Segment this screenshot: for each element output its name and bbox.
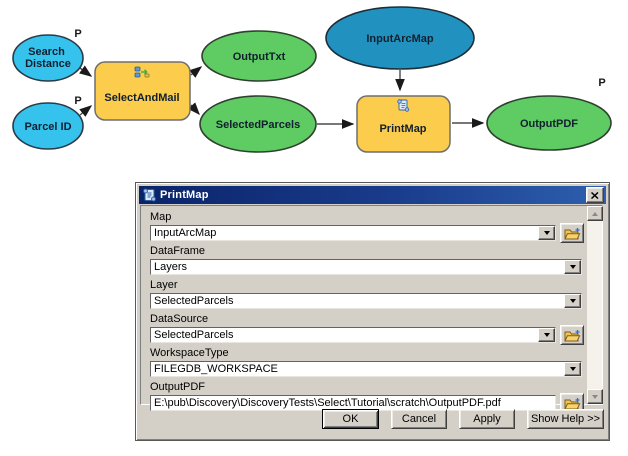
svg-text:Parcel ID: Parcel ID bbox=[24, 121, 71, 133]
datasource-input[interactable] bbox=[151, 328, 538, 342]
svg-text:OutputPDF: OutputPDF bbox=[520, 118, 578, 130]
node-selected-parcels[interactable]: SelectedParcels bbox=[199, 95, 317, 153]
parameter-marker: P bbox=[598, 77, 605, 89]
field-label: Map bbox=[150, 211, 172, 223]
field-label: OutputPDF bbox=[150, 381, 206, 393]
chevron-up-icon bbox=[592, 211, 598, 216]
map-combo[interactable] bbox=[150, 225, 556, 241]
script-scroll-icon bbox=[397, 99, 410, 112]
chevron-down-icon[interactable] bbox=[564, 294, 581, 308]
chevron-down-icon[interactable] bbox=[538, 226, 555, 240]
dataframe-input[interactable] bbox=[151, 260, 564, 274]
field-outputpdf: OutputPDF bbox=[150, 381, 585, 413]
field-map: Map bbox=[150, 211, 585, 243]
cancel-button[interactable]: Cancel bbox=[391, 409, 447, 429]
layer-combo[interactable] bbox=[150, 293, 582, 309]
dialog-title: PrintMap bbox=[160, 189, 209, 201]
scroll-down-button[interactable] bbox=[587, 389, 603, 404]
open-folder-icon bbox=[563, 397, 580, 409]
svg-text:Search Distance: Search Distance bbox=[25, 46, 71, 70]
dialog-titlebar[interactable]: PrintMap bbox=[139, 186, 606, 204]
map-input[interactable] bbox=[151, 226, 538, 240]
field-workspacetype: WorkspaceType bbox=[150, 347, 585, 378]
node-print-map[interactable]: PrintMap bbox=[356, 95, 451, 153]
svg-text:SelectedParcels: SelectedParcels bbox=[216, 119, 300, 131]
parameter-marker: P bbox=[74, 95, 81, 107]
svg-text:PrintMap: PrintMap bbox=[379, 123, 426, 135]
field-dataframe: DataFrame bbox=[150, 245, 585, 276]
outputpdf-field[interactable] bbox=[150, 395, 556, 411]
field-datasource: DataSource bbox=[150, 313, 585, 345]
field-label: WorkspaceType bbox=[150, 347, 229, 359]
parameters-panel: Map DataFra bbox=[140, 205, 603, 413]
browse-map-button[interactable] bbox=[560, 223, 584, 243]
workspacetype-combo[interactable] bbox=[150, 361, 582, 377]
outputpdf-input[interactable] bbox=[151, 396, 555, 410]
datasource-combo[interactable] bbox=[150, 327, 556, 343]
field-layer: Layer bbox=[150, 279, 585, 310]
svg-text:SelectAndMail: SelectAndMail bbox=[104, 92, 179, 104]
workspacetype-input[interactable] bbox=[151, 362, 564, 376]
scroll-up-button[interactable] bbox=[587, 206, 603, 221]
ok-button[interactable]: OK bbox=[322, 409, 379, 429]
svg-text:OutputTxt: OutputTxt bbox=[233, 51, 286, 63]
connector-arrow bbox=[79, 105, 93, 117]
connector-arrow bbox=[189, 66, 203, 78]
svg-text:InputArcMap: InputArcMap bbox=[366, 33, 434, 45]
node-search-distance[interactable]: Search Distance bbox=[12, 34, 84, 82]
node-parcel-id[interactable]: Parcel ID bbox=[12, 102, 84, 150]
field-label: Layer bbox=[150, 279, 178, 291]
show-help-button[interactable]: Show Help >> bbox=[527, 409, 604, 429]
parameter-fields: Map DataFra bbox=[141, 206, 585, 413]
parameter-marker: P bbox=[74, 28, 81, 40]
connector-arrow bbox=[79, 65, 93, 77]
chevron-down-icon[interactable] bbox=[564, 362, 581, 376]
panel-scrollbar[interactable] bbox=[586, 206, 603, 404]
connector-arrow bbox=[187, 102, 200, 116]
close-icon bbox=[591, 191, 599, 199]
node-select-and-mail[interactable]: SelectAndMail bbox=[94, 61, 191, 121]
chevron-down-icon[interactable] bbox=[538, 328, 555, 342]
node-output-pdf[interactable]: OutputPDF bbox=[486, 95, 612, 151]
close-button[interactable] bbox=[586, 187, 604, 203]
model-icon bbox=[134, 66, 150, 78]
field-label: DataFrame bbox=[150, 245, 206, 257]
field-label: DataSource bbox=[150, 313, 209, 325]
open-folder-icon bbox=[563, 227, 580, 239]
model-diagram: P P P Search Distance Parcel ID SelectAn… bbox=[12, 6, 612, 153]
chevron-down-icon[interactable] bbox=[564, 260, 581, 274]
apply-button[interactable]: Apply bbox=[459, 409, 515, 429]
printmap-dialog: PrintMap Map bbox=[135, 182, 610, 441]
layer-input[interactable] bbox=[151, 294, 564, 308]
node-input-arcmap[interactable]: InputArcMap bbox=[325, 6, 475, 70]
chevron-down-icon bbox=[592, 394, 598, 399]
browse-datasource-button[interactable] bbox=[560, 325, 584, 345]
open-folder-icon bbox=[563, 329, 580, 341]
script-scroll-icon bbox=[143, 188, 156, 202]
node-output-txt[interactable]: OutputTxt bbox=[201, 30, 317, 82]
browse-outputpdf-button[interactable] bbox=[560, 393, 584, 413]
dataframe-combo[interactable] bbox=[150, 259, 582, 275]
